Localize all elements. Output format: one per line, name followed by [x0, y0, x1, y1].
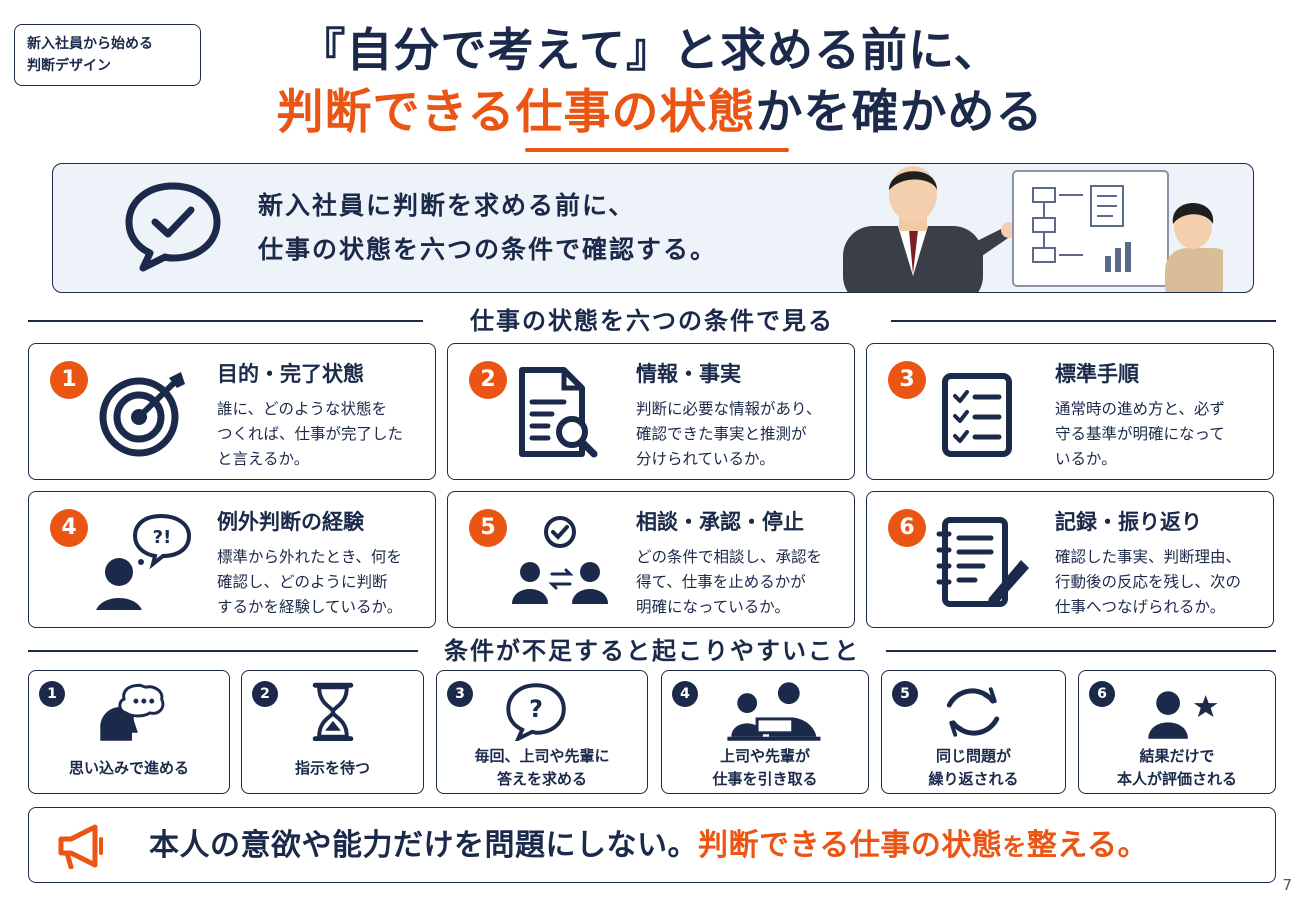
- checklist-icon: [942, 373, 1012, 457]
- tag-line-2: 判断デザイン: [27, 58, 111, 74]
- consultation-icon: [512, 516, 608, 604]
- symptom-number: 5: [892, 681, 918, 707]
- megaphone-icon: [58, 824, 103, 869]
- symptom-number: 6: [1089, 681, 1115, 707]
- symptom-card-5: 5 同じ問題が 繰り返される: [881, 670, 1066, 794]
- banner-text-b: 判断できる仕事の状態: [698, 828, 1003, 863]
- question-bubble-icon: ?: [506, 683, 566, 741]
- condition-number: 4: [50, 509, 88, 547]
- condition-card-6: 6 記録・振り返り 確認した事実、判断理由、 行動後の反応を残し、次の 仕事へつ…: [866, 491, 1274, 628]
- symptom-number: 2: [252, 681, 278, 707]
- intro-line-2: 仕事の状態を六つの条件で確認する。: [258, 235, 718, 264]
- banner-text-a: 本人の意欲や能力だけを問題にしない。: [149, 828, 698, 863]
- title-underline: [525, 148, 789, 152]
- man-figure: [843, 166, 1017, 292]
- symptom-number: 4: [672, 681, 698, 707]
- condition-card-3: 3 標準手順 通常時の進め方と、必ず 守る基準が明確になって いるか。: [866, 343, 1274, 480]
- condition-card-1: 1 目的・完了状態 誰に、どのような状態を つくれば、仕事が完了した と言えるか…: [28, 343, 436, 480]
- intro-panel: 新入社員に判断を求める前に、 仕事の状態を六つの条件で確認する。: [52, 163, 1254, 293]
- svg-text:?: ?: [529, 695, 543, 723]
- symptom-text: 毎回、上司や先輩に 答えを求める: [474, 747, 610, 788]
- condition-number: 2: [469, 361, 507, 399]
- condition-title: 例外判断の経験: [217, 510, 364, 534]
- condition-title: 目的・完了状態: [217, 362, 364, 386]
- symptom-number: 1: [39, 681, 65, 707]
- notebook-pen-icon: [936, 517, 1029, 607]
- repeat-icon: [946, 687, 1000, 737]
- condition-title: 情報・事実: [636, 362, 741, 386]
- section-1-title: 仕事の状態を六つの条件で見る: [470, 307, 834, 335]
- symptom-card-6: 6 結果だけで 本人が評価される: [1078, 670, 1276, 794]
- symptom-text: 結果だけで 本人が評価される: [1116, 747, 1237, 788]
- business-people-illustration: [843, 166, 1223, 292]
- hourglass-icon: [312, 682, 354, 741]
- condition-desc: 判断に必要な情報があり、 確認できた事実と推測が 分けられているか。: [636, 400, 822, 468]
- section-title-conditions: 仕事の状態を六つの条件で見る: [28, 306, 1276, 336]
- target-icon: [99, 372, 185, 457]
- condition-desc: 標準から外れたとき、何を 確認し、どのように判断 するかを経験しているか。: [217, 548, 403, 616]
- section-title-symptoms: 条件が不足すると起こりやすいこと: [28, 636, 1276, 666]
- conclusion-banner: 本人の意欲や能力だけを問題にしない。判断できる仕事の状態を整える。: [28, 807, 1276, 883]
- condition-card-5: 5 相談・承認・停止 どの条件で相談し、承認を 得て、仕事を止めるかが 明確にな…: [447, 491, 855, 628]
- symptom-text: 指示を待つ: [294, 759, 370, 777]
- thinking-person-icon: ?!: [96, 513, 192, 610]
- symptom-number: 3: [447, 681, 473, 707]
- page-number: 7: [1282, 876, 1292, 894]
- woman-figure: [1165, 203, 1223, 292]
- assumption-head-icon: [100, 683, 165, 741]
- condition-desc: 誰に、どのような状態を つくれば、仕事が完了した と言えるか。: [217, 400, 404, 468]
- condition-desc: 確認した事実、判断理由、 行動後の反応を残し、次の 仕事へつなげられるか。: [1055, 548, 1242, 616]
- title-highlight-a: 判断できる: [276, 85, 516, 140]
- symptom-card-1: 1 思い込みで進める: [28, 670, 230, 794]
- banner-text-c: を: [1002, 832, 1027, 861]
- condition-number: 1: [50, 361, 88, 399]
- person-star-icon: [1148, 691, 1218, 739]
- page-title-line-2: 判断できる仕事の状態かを確かめる: [0, 80, 1300, 146]
- takeover-icon: [727, 682, 821, 741]
- condition-title: 標準手順: [1055, 362, 1139, 386]
- banner-text: 本人の意欲や能力だけを問題にしない。判断できる仕事の状態を整える。: [149, 824, 1148, 869]
- banner-text-d: 整える。: [1026, 828, 1149, 863]
- intro-line-1: 新入社員に判断を求める前に、: [258, 191, 636, 220]
- condition-desc: どの条件で相談し、承認を 得て、仕事を止めるかが 明確になっているか。: [636, 548, 823, 616]
- symptom-text: 思い込みで進める: [68, 759, 189, 777]
- symptom-card-3: 3 ? 毎回、上司や先輩に 答えを求める: [436, 670, 648, 794]
- symptom-card-4: 4 上司や先輩が 仕事を引き取る: [661, 670, 869, 794]
- document-search-icon: [519, 367, 598, 458]
- condition-desc: 通常時の進め方と、必ず 守る基準が明確になって いるか。: [1055, 400, 1225, 468]
- series-tag: 新入社員から始める 判断デザイン: [14, 24, 201, 86]
- condition-card-2: 2 情報・事実 判断に必要な情報があり、 確認できた事実と推測が 分けられている…: [447, 343, 855, 480]
- intro-text: 新入社員に判断を求める前に、 仕事の状態を六つの条件で確認する。: [258, 184, 717, 272]
- title-highlight-b: 仕事の状態: [515, 85, 756, 140]
- symptom-card-2: 2 指示を待つ: [241, 670, 424, 794]
- tag-line-1: 新入社員から始める: [27, 36, 153, 52]
- whiteboard: [1012, 170, 1169, 287]
- speech-check-icon: [125, 182, 221, 272]
- condition-title: 記録・振り返り: [1055, 510, 1202, 534]
- page-title-line-1: 『自分で考えて』と求める前に、: [299, 23, 1001, 77]
- svg-text:?!: ?!: [153, 527, 172, 548]
- condition-number: 3: [888, 361, 926, 399]
- condition-number: 5: [469, 509, 507, 547]
- condition-card-4: 4 ?! 例外判断の経験 標準から外れたとき、何を 確認し、どのように判断 する…: [28, 491, 436, 628]
- condition-title: 相談・承認・停止: [636, 510, 804, 534]
- symptom-text: 上司や先輩が 仕事を引き取る: [712, 747, 818, 788]
- title-rest: かを確かめる: [755, 85, 1044, 140]
- section-2-title: 条件が不足すると起こりやすいこと: [444, 637, 860, 665]
- symptom-text: 同じ問題が 繰り返される: [928, 747, 1019, 788]
- condition-number: 6: [888, 509, 926, 547]
